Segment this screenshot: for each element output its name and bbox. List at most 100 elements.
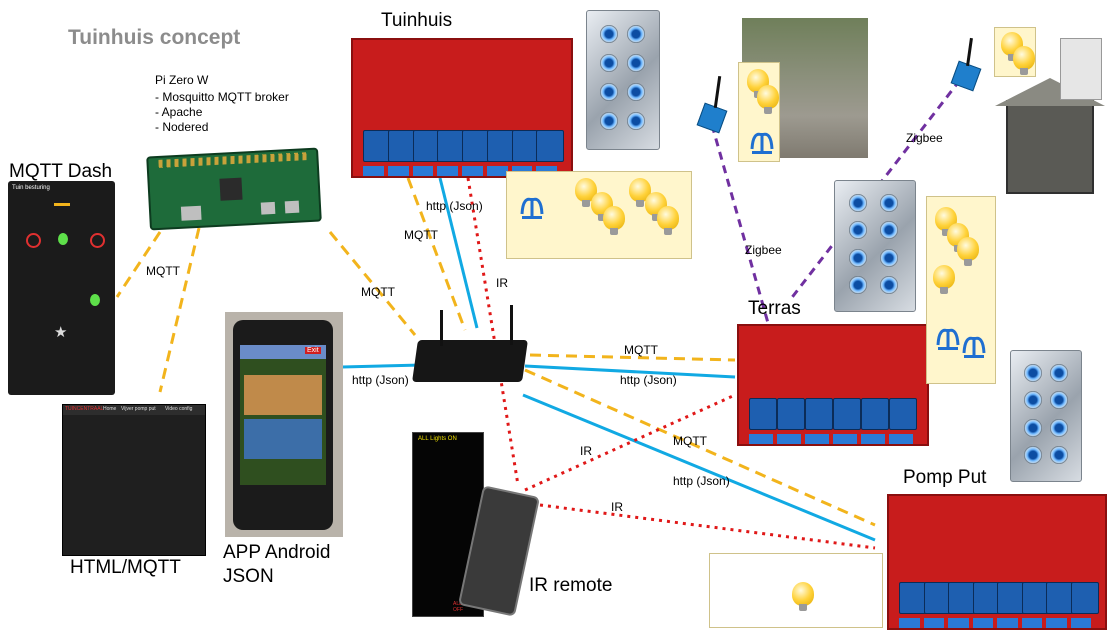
relay — [805, 398, 833, 430]
keypad-button-icon — [879, 248, 898, 267]
relay-terminal — [462, 166, 483, 176]
relay-terminal — [972, 618, 993, 628]
router-antenna-right — [510, 305, 513, 345]
pomp-put-label: Pomp Put — [903, 467, 987, 488]
link-label-http-terras: http (Json) — [620, 373, 677, 387]
mqtt-dash-star-icon: ★ — [54, 324, 68, 341]
fountain-icon — [749, 125, 775, 155]
tuinhuis-devices-panel — [506, 171, 692, 259]
pomp-put-devices-panel — [709, 553, 883, 628]
relay — [387, 130, 416, 162]
keypad-button-icon — [849, 275, 868, 294]
ir-link-terras — [524, 393, 736, 492]
relay-terminal — [412, 166, 434, 176]
keypad-button-icon — [849, 221, 868, 240]
relay-terminal — [948, 618, 969, 628]
mqtt-dash-header: Tuin besturing — [12, 185, 50, 191]
http-link-terras — [524, 364, 736, 379]
pi-zero-board — [146, 147, 322, 231]
light-bulb-icon — [757, 85, 779, 114]
keypad-button-icon — [627, 82, 646, 101]
pomp-put-board — [887, 494, 1107, 630]
mqtt-link-terras — [529, 353, 736, 362]
android-label-2: JSON — [223, 566, 274, 587]
relay-terminal — [997, 618, 1018, 628]
android-screen: Exit — [240, 345, 326, 485]
relay-terminal — [749, 434, 773, 444]
zigbee-link-coop — [788, 79, 962, 301]
relay-terminal — [889, 434, 913, 444]
keypad-button-icon — [879, 194, 898, 212]
mqtt-link-router — [328, 231, 417, 336]
keypad-button-icon — [1050, 391, 1069, 410]
relay — [997, 582, 1025, 614]
relay — [1046, 582, 1074, 614]
android-label-1: APP Android — [223, 542, 331, 563]
terras-devices-panel — [926, 196, 996, 384]
chicken-coop — [1006, 100, 1094, 194]
html-mqtt-screen: TUINCENTRAAL Home Vijver pomp put Video … — [62, 404, 206, 556]
relay-terminal — [363, 166, 384, 176]
relay-terminal — [1070, 618, 1091, 628]
keypad-button-icon — [599, 53, 618, 72]
keypad-button-icon — [849, 248, 868, 267]
keypad-button-icon — [627, 53, 646, 72]
relay-terminal — [833, 434, 857, 444]
mqtt-dash-phone: Tuin besturing ★ — [8, 181, 115, 395]
relay-terminal — [861, 434, 885, 444]
keypad-button-icon — [849, 194, 868, 212]
relay — [749, 398, 777, 430]
relay — [861, 398, 889, 430]
html-tab-vijver: Vijver pomp put — [121, 406, 156, 412]
relay-terminal — [923, 618, 944, 628]
html-tab-tuincentraal: TUINCENTRAAL — [65, 406, 104, 412]
http-link-tuinhuis — [438, 177, 479, 329]
mqtt-link-dash — [115, 231, 162, 298]
mqtt-link-html — [158, 227, 201, 393]
relay — [777, 398, 805, 430]
pi-name: Pi Zero W — [155, 73, 209, 87]
keypad-button-icon — [1050, 418, 1069, 437]
keypad-button-icon — [627, 111, 646, 130]
light-bulb-icon — [1013, 46, 1035, 75]
ir-remote-label: IR remote — [529, 575, 613, 596]
relay — [923, 582, 952, 614]
keypad-button-icon — [1050, 445, 1069, 464]
relay-terminal — [805, 434, 829, 444]
android-exit-button: Exit — [305, 347, 321, 354]
link-label-zigbee-coop: Zigbee — [906, 131, 943, 145]
keypad-button-icon — [599, 111, 618, 130]
link-label-mqtt-dash: MQTT — [146, 264, 180, 278]
relay-terminal — [899, 618, 920, 628]
relay-terminal — [437, 166, 458, 176]
light-bulb-icon — [792, 582, 814, 611]
coop-devices-panel — [994, 27, 1036, 77]
ir-link-pomp — [539, 503, 876, 550]
relay-terminal — [1046, 618, 1067, 628]
relay — [536, 130, 565, 162]
link-label-mqtt-tuinhuis: MQTT — [404, 228, 438, 242]
relay-terminal — [1021, 618, 1042, 628]
keypad-button-icon — [1023, 364, 1042, 382]
keypad-button-icon — [599, 82, 618, 101]
keypad-button-icon — [879, 221, 898, 240]
pi-service-nodered: - Nodered — [155, 120, 209, 134]
link-label-ir-terras: IR — [580, 444, 592, 458]
diagram-title: Tuinhuis concept — [68, 26, 241, 49]
pi-service-mqtt: - Mosquitto MQTT broker — [155, 90, 289, 104]
router — [412, 340, 528, 382]
zigbee-link-garden — [710, 124, 772, 331]
keypad-button-icon — [1023, 418, 1042, 437]
link-label-http-app: http (Json) — [352, 373, 409, 387]
coop-door-unit — [1060, 38, 1102, 100]
keypad-button-icon — [879, 275, 898, 294]
relay — [889, 398, 917, 430]
keypad-button-icon — [1023, 445, 1042, 464]
relay-terminal — [387, 166, 409, 176]
mqtt-dash-bulb2-icon — [90, 294, 100, 306]
http-link-pomp — [522, 393, 876, 542]
html-mqtt-label: HTML/MQTT — [70, 557, 181, 578]
light-bulb-icon — [629, 178, 651, 207]
keypad-button-icon — [1023, 391, 1042, 410]
